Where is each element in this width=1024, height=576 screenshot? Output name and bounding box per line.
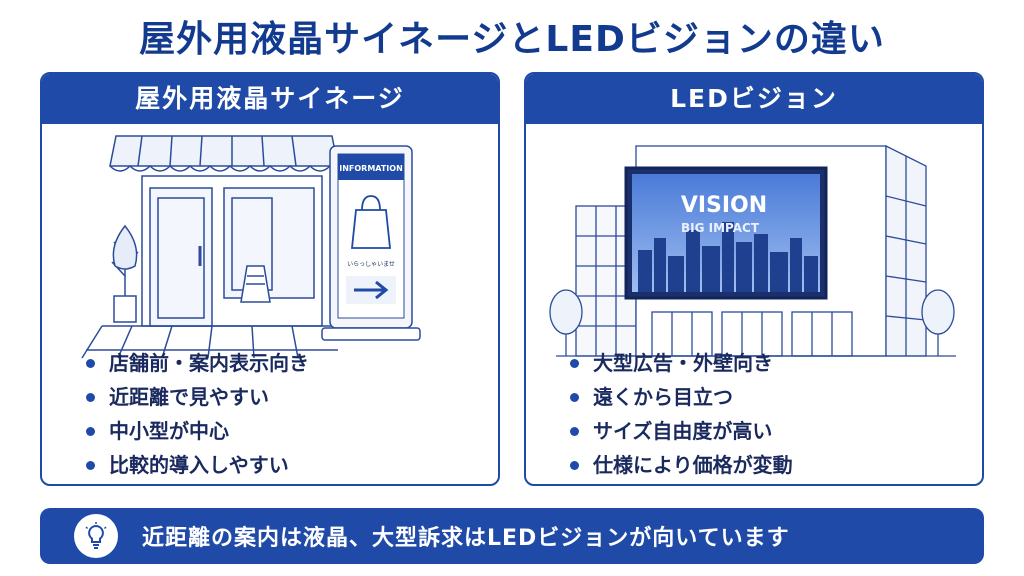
lightbulb-icon [74,514,118,558]
list-item: 中小型が中心 [86,414,309,448]
storefront-illustration: INFORMATION いらっしゃいませ [81,135,421,359]
list-item: 店舗前・案内表示向き [86,346,309,380]
sign-header-text: INFORMATION [339,164,403,173]
bullet-dot [86,460,95,470]
list-item: 大型広告・外壁向き [570,346,793,380]
list-item: 仕様により価格が変動 [570,448,793,482]
signage-kiosk: INFORMATION いらっしゃいませ [321,145,421,341]
led-vision-card: LEDビジョン [524,72,984,486]
led-building-illustration: VISION BIG IMPACT [549,144,956,357]
bullet-dot [86,358,95,368]
bullet-dot [86,426,95,436]
summary-text: 近距離の案内は液晶、大型訴求はLEDビジョンが向いています [142,526,790,551]
bullet-dot [86,392,95,402]
list-item: 遠くから目立つ [570,380,793,414]
summary-banner: 近距離の案内は液晶、大型訴求はLEDビジョンが向いています [40,508,984,564]
page-title: 屋外用液晶サイネージとLEDビジョンの違い [139,19,885,60]
arrow-right-icon [346,276,396,304]
lcd-signage-features: 店舗前・案内表示向き 近距離で見やすい 中小型が中心 比較的導入しやすい [86,346,309,482]
bullet-dot [570,392,579,402]
bullet-dot [570,358,579,368]
screen-subtitle-text: BIG IMPACT [681,221,760,235]
lcd-signage-heading: 屋外用液晶サイネージ [42,74,498,124]
led-vision-heading: LEDビジョン [526,74,982,124]
list-item: 近距離で見やすい [86,380,309,414]
lcd-signage-card: 屋外用液晶サイネージ [40,72,500,486]
list-item: サイズ自由度が高い [570,414,793,448]
led-vision-features: 大型広告・外壁向き 遠くから目立つ サイズ自由度が高い 仕様により価格が変動 [570,346,793,482]
bullet-dot [570,426,579,436]
led-screen: VISION BIG IMPACT [624,166,828,300]
list-item: 比較的導入しやすい [86,448,309,482]
screen-title-text: VISION [681,193,767,218]
bullet-dot [570,460,579,470]
sign-greeting-text: いらっしゃいませ [347,261,395,268]
